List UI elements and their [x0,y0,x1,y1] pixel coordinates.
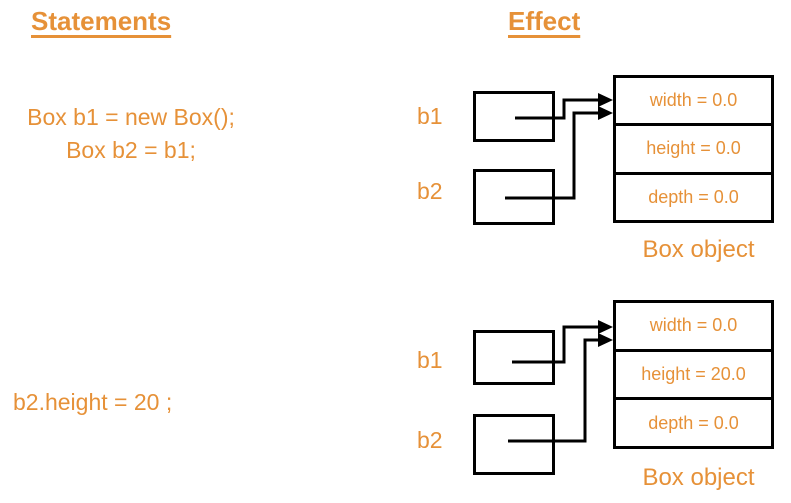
field-height: height = 20.0 [616,352,771,401]
ref-label-b2: b2 [417,178,443,204]
field-width: width = 0.0 [616,78,771,127]
field-depth: depth = 0.0 [648,186,739,207]
ref-box-b2 [473,169,555,225]
box-object-1: width = 0.0 height = 0.0 depth = 0.0 [613,75,774,223]
box-object-caption-2: Box object [642,464,755,491]
statement-line: Box b2 = b1; [66,137,196,163]
ref-label-b2: b2 [417,427,443,453]
ref-box-b1 [473,91,555,142]
ref-box-b1 [473,330,555,385]
field-depth: depth = 0.0 [648,412,739,433]
field-width: width = 0.0 [616,303,771,352]
statement-line: b2.height = 20 ; [13,389,173,415]
ref-box-b2 [473,414,555,475]
box-object-2: width = 0.0 height = 20.0 depth = 0.0 [613,300,774,449]
statement-block-2: b2.height = 20 ; [13,386,172,419]
box-object-caption-1: Box object [642,236,755,263]
ref-label-b1: b1 [417,347,443,373]
field-height: height = 0.0 [616,126,771,175]
statement-block-1: Box b1 = new Box(); Box b2 = b1; [6,101,256,167]
effect-header: Effect [508,6,581,36]
ref-label-b1: b1 [417,103,443,129]
statements-header: Statements [31,6,172,36]
statement-line: Box b1 = new Box(); [27,104,235,130]
